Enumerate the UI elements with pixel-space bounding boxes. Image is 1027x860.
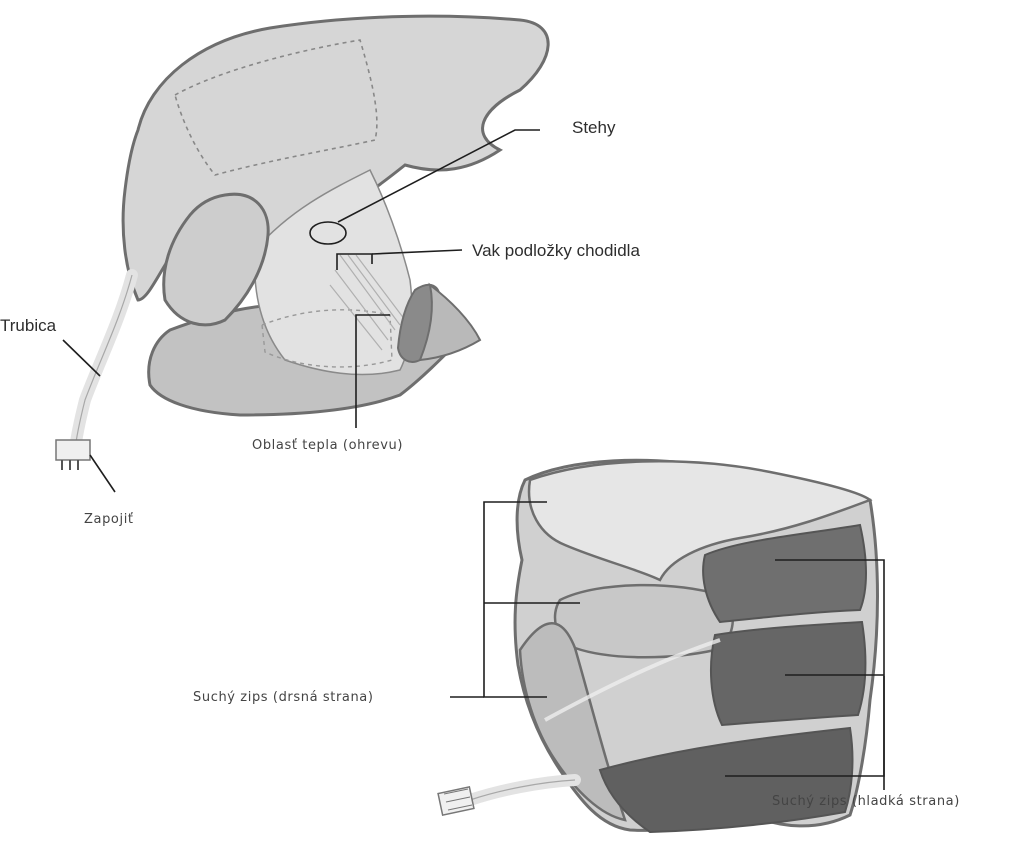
label-zapojit: Zapojiť bbox=[84, 512, 134, 527]
lower-connector bbox=[438, 787, 474, 815]
lower-tube bbox=[470, 780, 575, 800]
label-stehy: Stehy bbox=[572, 118, 615, 138]
zapojit-leader bbox=[90, 455, 115, 492]
label-trubica: Trubica bbox=[0, 316, 56, 336]
label-vak-podlozky: Vak podložky chodidla bbox=[472, 241, 640, 261]
label-suchy-zips-drsna: Suchý zips (drsná strana) bbox=[193, 690, 374, 705]
trubica-leader bbox=[63, 340, 100, 376]
strap-middle bbox=[711, 622, 866, 725]
label-oblast-tepla: Oblasť tepla (ohrevu) bbox=[252, 438, 403, 453]
label-suchy-zips-hladka: Suchý zips (hladká strana) bbox=[772, 794, 960, 809]
connector bbox=[56, 440, 90, 470]
